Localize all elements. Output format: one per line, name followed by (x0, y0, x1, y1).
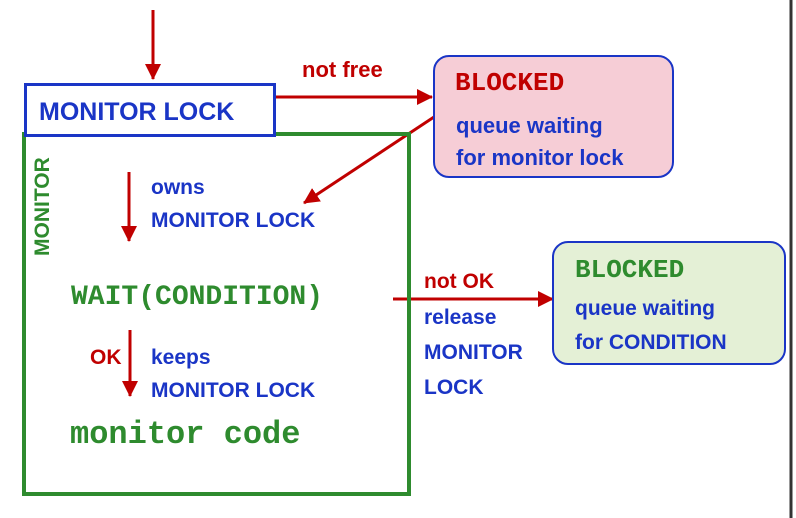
not-ok-label: not OK (424, 270, 494, 293)
owns-lock-label: MONITOR LOCK (151, 209, 316, 232)
wait-condition-label: WAIT(CONDITION) (71, 282, 324, 313)
monitor-lock-box: MONITOR LOCK (24, 83, 276, 137)
blocked-condition-title: BLOCKED (575, 255, 685, 285)
keeps-lock-label: MONITOR LOCK (151, 379, 316, 402)
release-line2: MONITOR (424, 341, 523, 364)
blocked-lock-title: BLOCKED (455, 68, 565, 98)
keeps-label: keeps (151, 346, 211, 369)
blocked-lock-box: BLOCKED queue waiting for monitor lock (433, 55, 674, 178)
reacquire-lock-arrow (303, 115, 435, 205)
release-line1: release (424, 306, 497, 329)
blocked-condition-line2: for CONDITION (575, 331, 727, 354)
owns-label: owns (151, 176, 205, 199)
monitor-code-label: monitor code (70, 416, 301, 453)
not-free-label: not free (302, 57, 383, 82)
blocked-lock-line1: queue waiting (456, 113, 603, 138)
blocked-condition-box: BLOCKED queue waiting for CONDITION (552, 241, 786, 365)
monitor-vertical-label: MONITOR (31, 157, 54, 256)
blocked-lock-line2: for monitor lock (456, 145, 624, 170)
ok-label: OK (90, 346, 122, 369)
monitor-lock-label: MONITOR LOCK (39, 98, 235, 126)
release-line3: LOCK (424, 376, 484, 399)
blocked-condition-line1: queue waiting (575, 297, 716, 320)
